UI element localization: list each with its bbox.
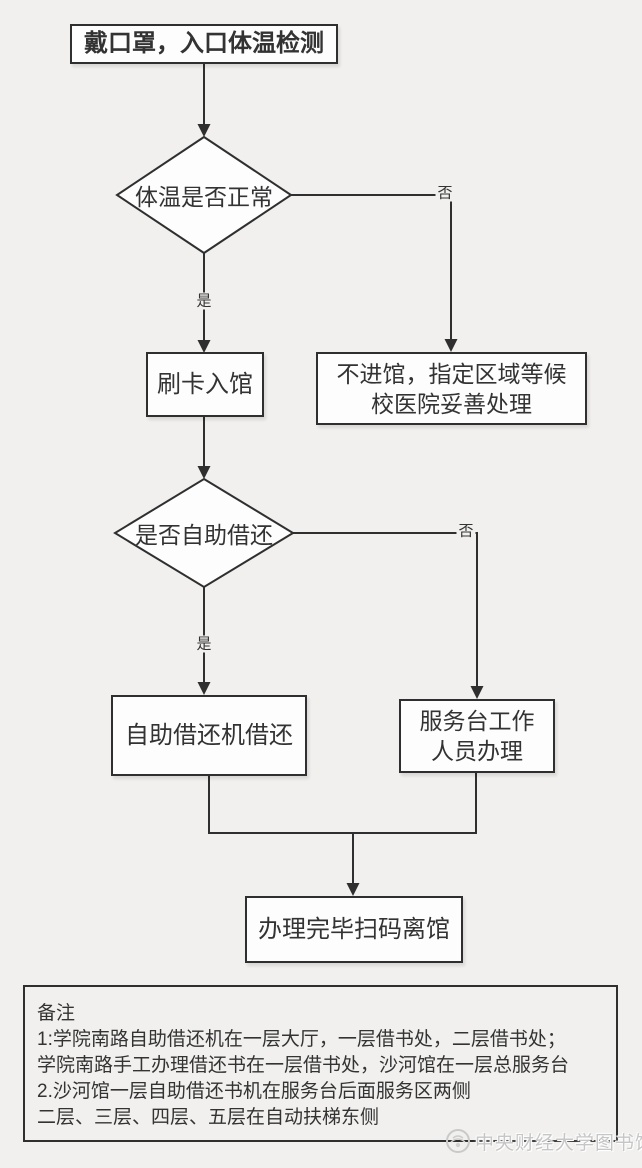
- arrowhead: [197, 682, 211, 695]
- leave-node: 办理完毕扫码离馆: [245, 896, 463, 963]
- notes-line-3: 2.沙河馆一层自助借还书机在服务台后面服务区两侧: [37, 1081, 471, 1102]
- notes-title: 备注: [37, 1003, 76, 1024]
- notes-box: 备注 1:学院南路自助借还机在一层大厅，一层借书处，二层借书处； 学院南路手工办…: [23, 985, 618, 1142]
- edge-label-yes-1: 是: [194, 292, 214, 310]
- enter-node: 刷卡入馆: [146, 352, 264, 417]
- arrowhead: [444, 339, 458, 352]
- notes-line-2: 学院南路手工办理借还书在一层借书处，沙河馆在一层总服务台: [37, 1055, 570, 1076]
- self-service-node: 自助借还机借还: [111, 695, 307, 776]
- notes-line-4: 二层、三层、四层、五层在自动扶梯东侧: [37, 1107, 380, 1128]
- decision-temperature-diamond: [115, 135, 293, 255]
- arrowhead: [197, 124, 211, 137]
- staff-node-line2: 人员办理: [431, 738, 523, 764]
- start-node: 戴口罩，入口体温检测: [70, 24, 338, 64]
- watermark: 中央财经大学图书馆: [444, 1126, 642, 1156]
- no-entry-node-line1: 不进馆，指定区域等候: [336, 360, 567, 387]
- edge-label-no-1: 否: [435, 184, 455, 202]
- leave-node-label: 办理完毕扫码离馆: [258, 915, 450, 943]
- arrowhead: [470, 686, 484, 699]
- no-entry-node-line2: 校医院妥善处理: [371, 390, 532, 417]
- self-service-node-label: 自助借还机借还: [125, 721, 293, 749]
- edge-label-no-2: 否: [456, 522, 476, 540]
- arrowhead: [197, 340, 211, 353]
- library-seal-icon: [446, 1129, 470, 1153]
- no-entry-node: 不进馆，指定区域等候 校医院妥善处理: [316, 352, 587, 425]
- decision-self-service-diamond: [113, 477, 295, 589]
- enter-node-label: 刷卡入馆: [157, 370, 253, 398]
- arrowhead: [197, 466, 211, 479]
- watermark-text: 中央财经大学图书馆: [475, 1132, 642, 1154]
- notes-line-1: 1:学院南路自助借还机在一层大厅，一层借书处，二层借书处；: [37, 1029, 566, 1050]
- edge-label-yes-2: 是: [194, 635, 214, 653]
- arrowhead: [346, 883, 360, 896]
- staff-node: 服务台工作 人员办理: [399, 699, 555, 773]
- staff-node-line1: 服务台工作: [419, 708, 535, 734]
- start-node-label: 戴口罩，入口体温检测: [84, 30, 324, 57]
